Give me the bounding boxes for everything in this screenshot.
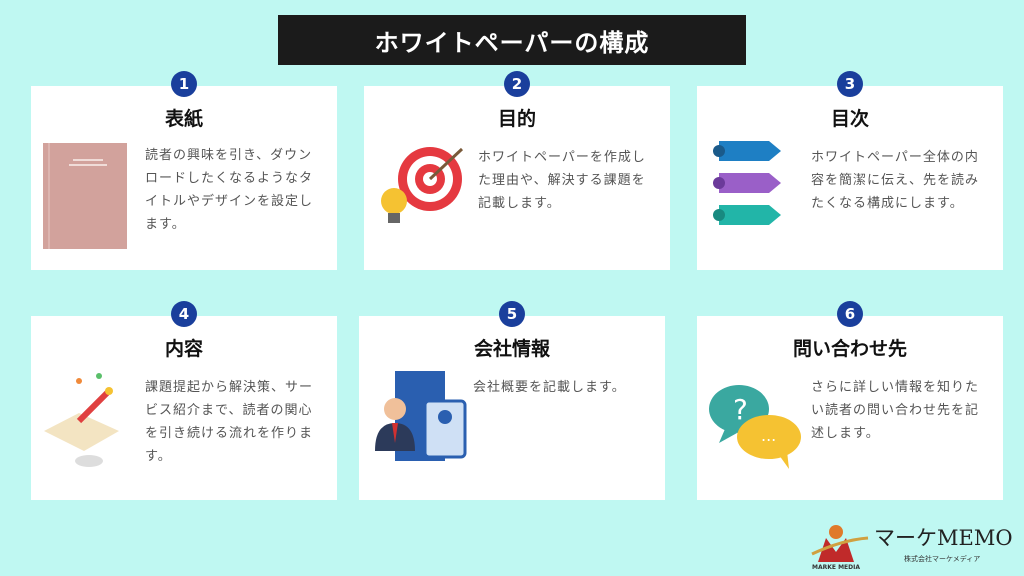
step-badge: 1 [171,71,197,97]
logo-company: 株式会社マーケメディア [904,555,981,563]
card-description: さらに詳しい情報を知りたい読者の問い合わせ先を記述します。 [811,380,980,441]
step-badge: 5 [499,301,525,327]
card-description: ホワイトペーパー全体の内容を簡潔に伝え、先を読みたくなる構成にします。 [811,150,980,211]
card-contact: 6 問い合わせ先 ?... さらに詳しい情報を知りたい読者の問い合わせ先を記述し… [697,301,1003,500]
card-title: 目的 [497,108,536,130]
card-description: 会社概要を記載します。 [473,380,626,395]
brand-logo: MARKE MEDIA マーケMEMO 株式会社マーケメディア [808,518,1018,573]
step-badge: 6 [837,301,863,327]
book-cover-icon [43,143,127,249]
card-title: 目次 [830,108,869,130]
svg-text:?: ? [733,393,748,426]
card-purpose: 2 目的 ホワイトペーパーを作成した理由や、解決する課題を記載します。 [364,71,670,270]
svg-text:...: ... [761,426,776,445]
card-cover: 1 表紙 読者の興味を引き、ダウンロードしたくなるようなタイトルやデザインを設定… [31,71,337,270]
card-description: ホワイトペーパーを作成した理由や、解決する課題を記載します。 [478,150,646,211]
page-title: ホワイトペーパーの構成 [278,15,746,65]
step-badge: 2 [504,71,530,97]
book-pencil-icon [44,373,119,467]
card-content: 4 内容 課題提起から解決策、サービス紹介まで、読者の関心を引き続ける流れを作り… [31,301,337,500]
step-badge: 3 [837,71,863,97]
speech-bubbles-icon: ?... [709,385,801,469]
card-title: 会社情報 [473,338,550,360]
company-profile-icon [375,371,467,461]
card-title: 内容 [164,338,203,360]
step-badge: 4 [171,301,197,327]
card-company-info: 5 会社情報 会社概要を記載します。 [359,301,665,500]
card-description: 読者の興味を引き、ダウンロードしたくなるようなタイトルやデザインを設定します。 [145,148,314,232]
logo-mark-text: MARKE MEDIA [812,564,860,571]
marke-media-logo-mark [811,525,869,562]
table-of-contents-icon [713,141,781,225]
card-title: 表紙 [164,108,203,130]
logo-name: マーケMEMO [874,526,1013,550]
card-description: 課題提起から解決策、サービス紹介まで、読者の関心を引き続ける流れを作ります。 [145,380,314,464]
card-title: 問い合わせ先 [792,338,907,360]
card-toc: 3 目次 ホワイトペーパー全体の内容を簡潔に伝え、先を読みたくなる構成にします。 [697,71,1003,270]
target-lightbulb-icon [381,147,464,223]
